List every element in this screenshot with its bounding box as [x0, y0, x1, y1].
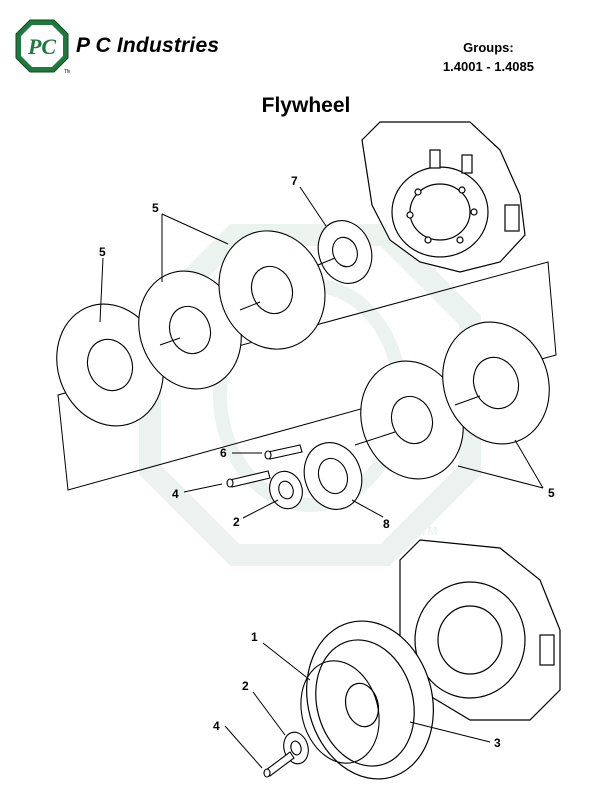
callout-bolt-4-lower: 4	[213, 719, 220, 733]
logo-letters: PC	[27, 34, 56, 59]
drive-disc-1	[56, 303, 164, 427]
callout-leaders	[99, 186, 544, 769]
callout-disc-group-upper: 5	[152, 201, 159, 215]
brand-name: P C Industries	[76, 34, 220, 57]
callout-washer-2-upper: 2	[233, 515, 240, 529]
assembly-axis-lines	[159, 257, 481, 446]
callout-disc-top-left: 5	[99, 245, 106, 259]
groups-label: Groups:	[463, 40, 514, 55]
flywheel-housing-top	[361, 121, 526, 273]
callout-bolt-4-upper: 4	[172, 487, 179, 501]
callout-bolt-6: 6	[220, 446, 227, 460]
bolt-4-lower	[263, 751, 295, 778]
logo-trademark: TM	[64, 69, 70, 74]
spacer-ring-8	[303, 442, 363, 510]
drive-disc-3	[218, 230, 326, 350]
page-title: Flywheel	[261, 94, 351, 117]
bolt-6	[264, 444, 303, 460]
flywheel-housing-bottom	[399, 539, 561, 721]
bolt-4-upper	[226, 470, 271, 488]
pc-logo: PC TM	[15, 19, 70, 74]
callout-ring-8: 8	[383, 517, 390, 531]
callout-part-3: 3	[494, 736, 501, 750]
callout-washer-2-lower: 2	[242, 679, 249, 693]
callout-ring-7: 7	[291, 174, 298, 188]
watermark-trademark: TM	[420, 524, 437, 538]
disc-frame	[57, 261, 557, 491]
drive-disc-5	[442, 321, 550, 445]
flywheel-plate-1	[300, 660, 380, 764]
callout-part-1: 1	[251, 630, 258, 644]
groups-range: 1.4001 - 1.4085	[442, 59, 534, 74]
washer-2-upper	[269, 470, 303, 510]
callout-disc-group-lower: 5	[548, 486, 555, 500]
drive-disc-4	[360, 360, 464, 480]
reinforcement-ring-7	[317, 220, 373, 284]
groups-block: Groups: 1.4001 - 1.4085	[443, 38, 534, 76]
